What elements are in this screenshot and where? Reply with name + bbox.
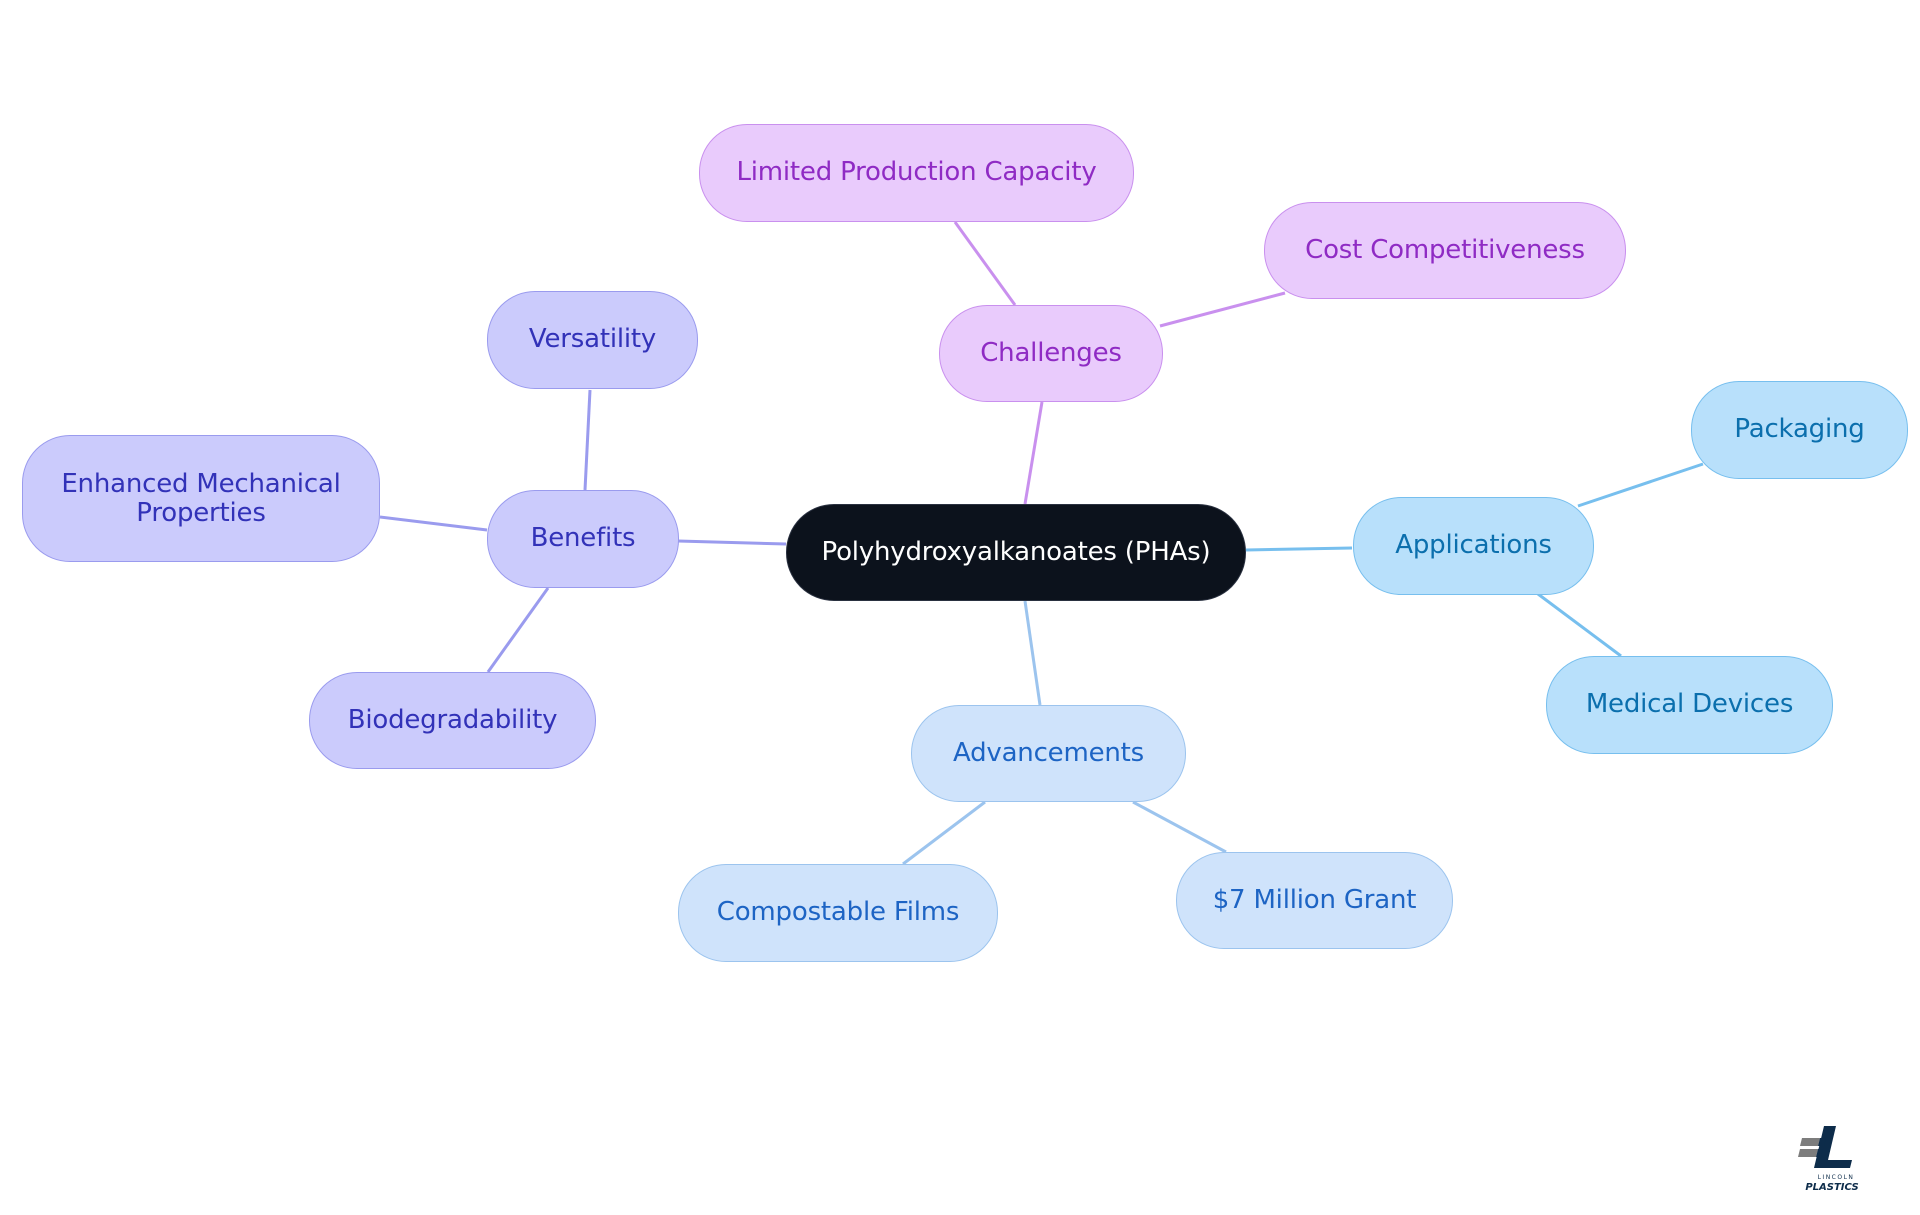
benefits-label: Benefits <box>530 523 636 554</box>
enhanced-mechanical-properties-node: Enhanced Mechanical Properties <box>22 435 380 562</box>
enhanced-mechanical-properties-label: Enhanced Mechanical Properties <box>61 468 341 528</box>
applications-label: Applications <box>1395 530 1552 561</box>
biodegradability-node: Biodegradability <box>309 672 596 769</box>
packaging-node: Packaging <box>1691 381 1908 479</box>
limited-production-capacity-node: Limited Production Capacity <box>699 124 1134 222</box>
grant-label: $7 Million Grant <box>1212 884 1417 915</box>
edge-challenges-limited <box>953 221 1017 306</box>
edge-applications-packaging <box>1577 462 1704 508</box>
packaging-label: Packaging <box>1734 414 1865 445</box>
challenges-node: Challenges <box>939 305 1163 402</box>
edge-advancements-films <box>902 800 986 866</box>
versatility-label: Versatility <box>528 324 657 355</box>
logo-text-line1: LINCOLN <box>1818 1174 1855 1181</box>
medical-devices-label: Medical Devices <box>1585 689 1794 720</box>
logo-mark-icon <box>1798 1126 1852 1168</box>
advancements-node: Advancements <box>911 705 1186 802</box>
edge-benefits-versatility <box>583 389 592 491</box>
edge-benefits-biodegradability <box>486 587 550 673</box>
limited-production-capacity-label: Limited Production Capacity <box>736 157 1097 188</box>
edge-root-benefits <box>677 539 787 546</box>
advancements-label: Advancements <box>952 737 1145 768</box>
root-node: Polyhydroxyalkanoates (PHAs) <box>786 504 1246 601</box>
compostable-films-label: Compostable Films <box>716 897 960 928</box>
medical-devices-node: Medical Devices <box>1546 656 1833 754</box>
root-label: Polyhydroxyalkanoates (PHAs) <box>821 536 1211 567</box>
logo-text-line2: PLASTICS <box>1805 1182 1858 1193</box>
edge-challenges-cost <box>1159 291 1286 328</box>
biodegradability-label: Biodegradability <box>347 704 558 735</box>
applications-node: Applications <box>1353 497 1594 595</box>
edge-root-advancements <box>1023 600 1042 706</box>
edge-benefits-enhanced <box>379 515 488 532</box>
challenges-label: Challenges <box>980 337 1122 368</box>
edge-applications-medical <box>1537 592 1622 658</box>
edge-root-challenges <box>1023 401 1044 505</box>
cost-competitiveness-label: Cost Competitiveness <box>1305 234 1585 265</box>
versatility-node: Versatility <box>487 291 698 389</box>
edge-root-applications <box>1245 546 1353 552</box>
lincoln-plastics-logo: LINCOLN PLASTICS <box>1798 1126 1859 1193</box>
grant-node: $7 Million Grant <box>1176 852 1453 949</box>
cost-competitiveness-node: Cost Competitiveness <box>1264 202 1626 299</box>
edge-advancements-grant <box>1132 800 1227 854</box>
benefits-node: Benefits <box>487 490 679 588</box>
compostable-films-node: Compostable Films <box>678 864 998 962</box>
